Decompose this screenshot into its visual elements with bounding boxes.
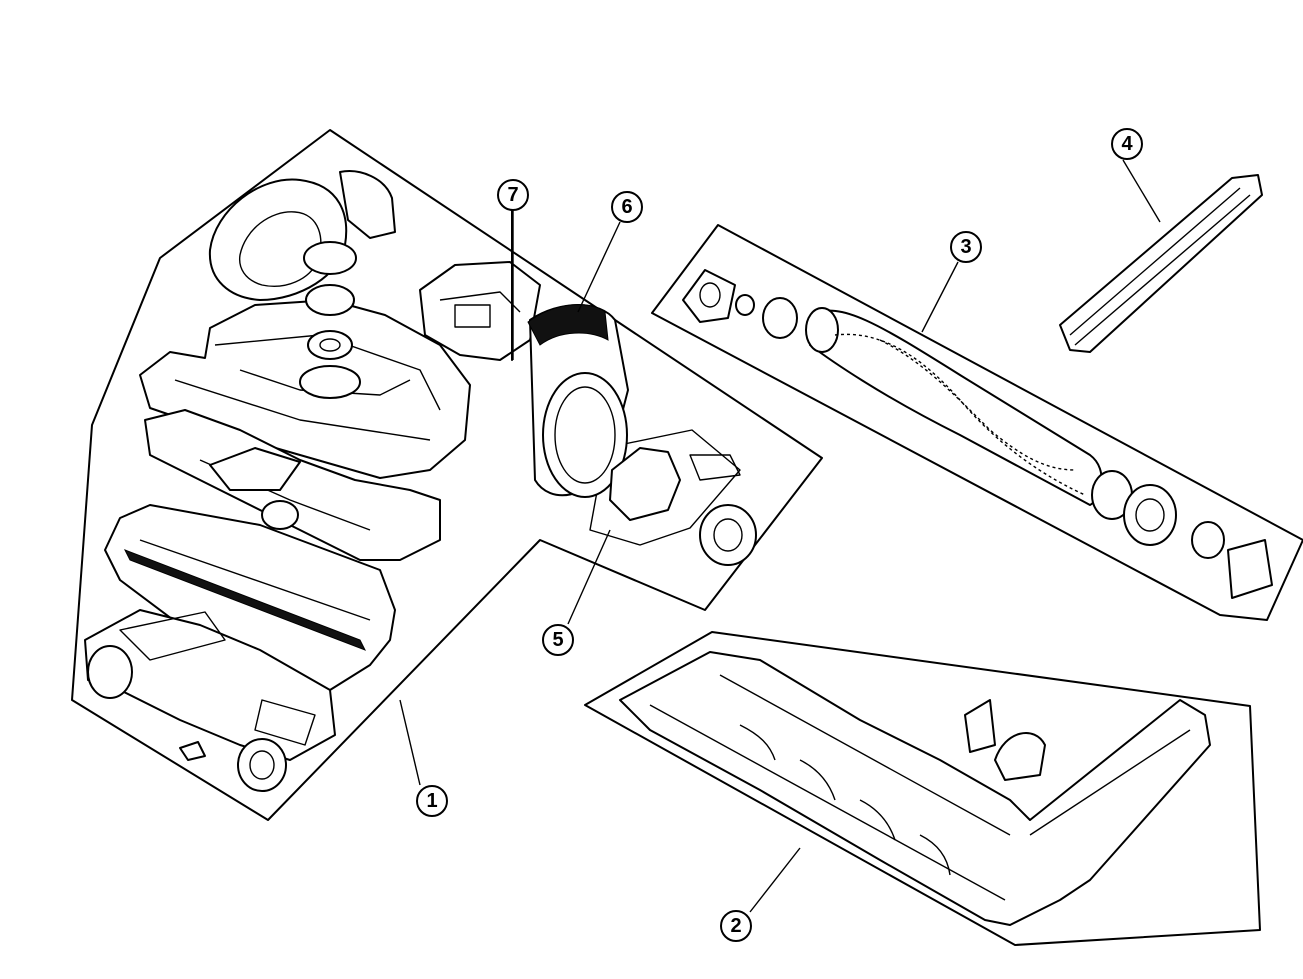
- group-3-outline: [651, 224, 1303, 621]
- main-base-assembly: [84, 170, 541, 792]
- callout-4: 4: [1111, 128, 1143, 160]
- callout-5: 5: [542, 624, 574, 656]
- brush-roll-assembly: [682, 269, 1273, 599]
- svg-text:6: 6: [621, 196, 632, 218]
- bumper-bar: [1059, 174, 1263, 353]
- callout-2: 2: [720, 910, 752, 942]
- svg-text:2: 2: [730, 915, 741, 937]
- svg-text:3: 3: [960, 236, 971, 258]
- svg-text:5: 5: [552, 629, 563, 651]
- callout-1: 1: [416, 785, 448, 817]
- group-2-outline: [584, 631, 1261, 946]
- svg-text:1: 1: [426, 790, 437, 812]
- base-plate: [619, 651, 1211, 926]
- callout-6: 6: [611, 191, 643, 223]
- group-1-outline: [71, 129, 823, 821]
- motor-pulley-assembly: [527, 304, 757, 566]
- callout-7: 7: [497, 179, 529, 211]
- leader-lines: [399, 159, 1161, 913]
- callout-3: 3: [950, 231, 982, 263]
- svg-text:7: 7: [507, 184, 518, 206]
- svg-text:4: 4: [1121, 133, 1133, 155]
